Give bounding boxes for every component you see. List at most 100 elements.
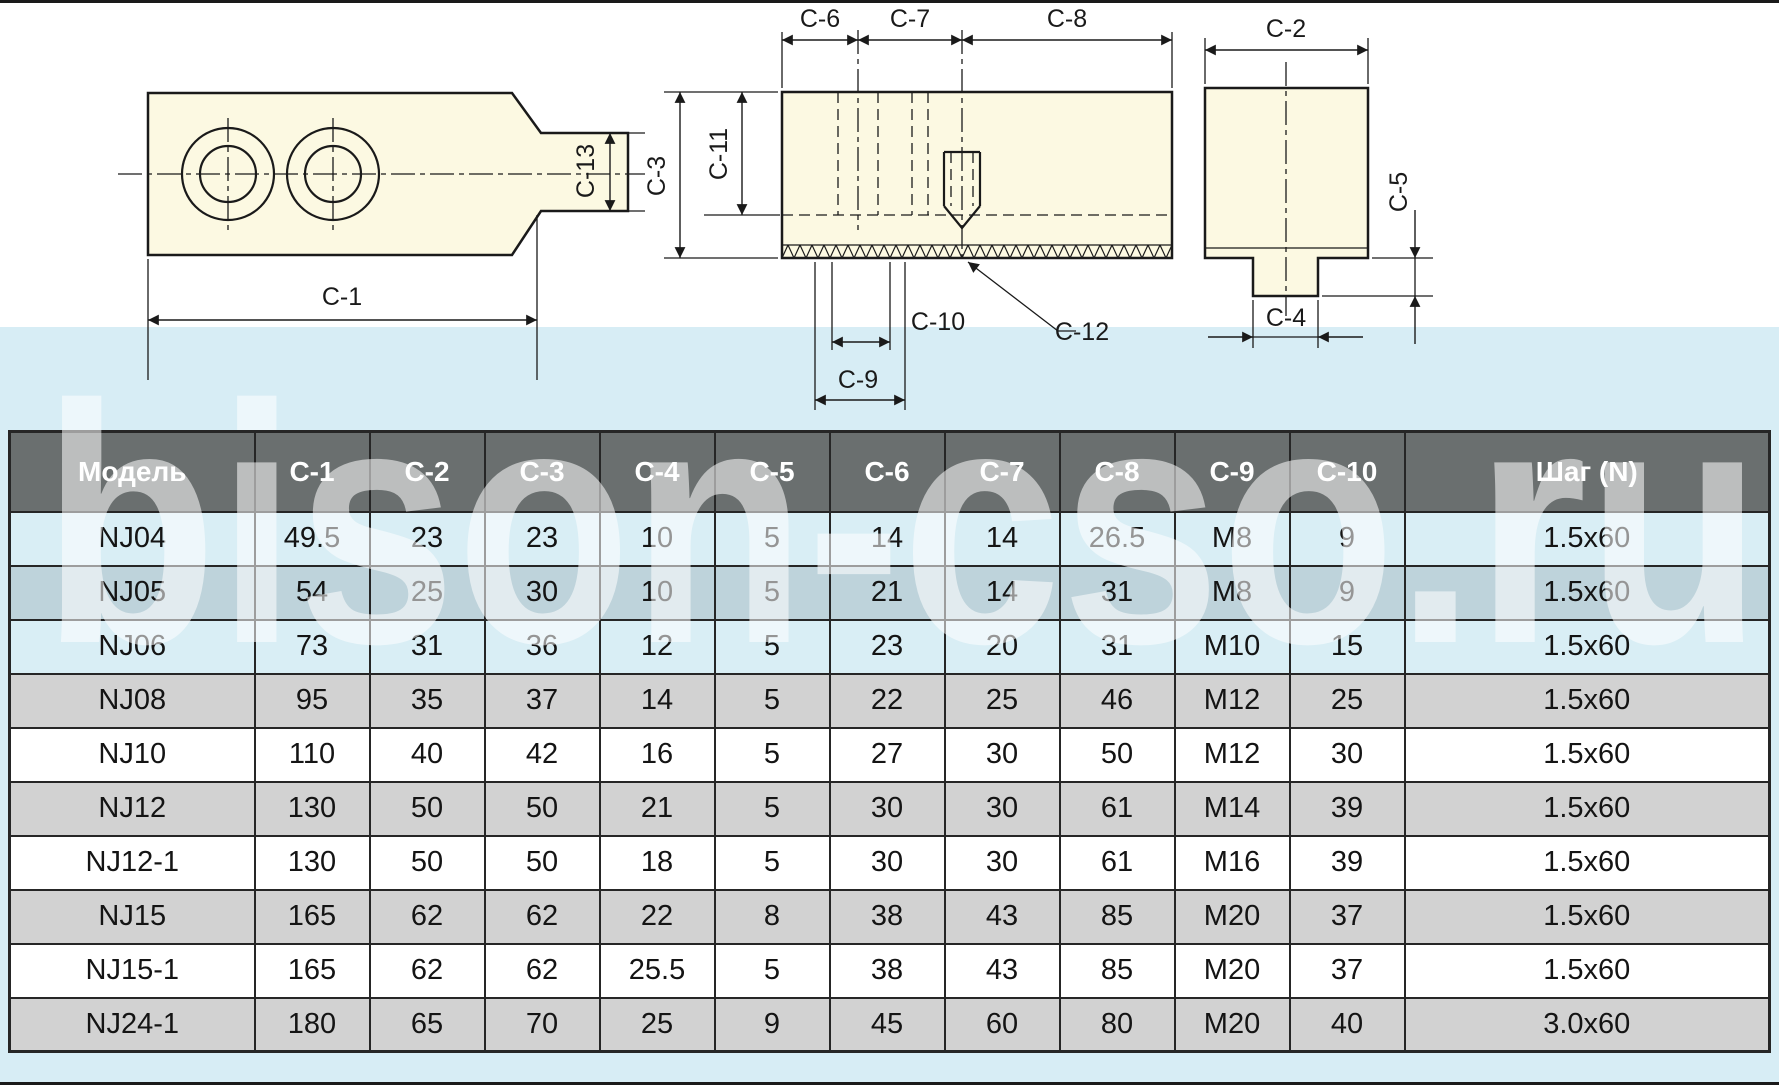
value-cell: 5 bbox=[713, 780, 831, 837]
value-cell: 25.5 bbox=[598, 942, 716, 999]
dim-label-c10: C-10 bbox=[911, 308, 965, 336]
value-cell: M14 bbox=[1173, 780, 1291, 837]
header-cell: C-8 bbox=[1058, 430, 1176, 513]
dim-label-c3: C-3 bbox=[643, 156, 671, 196]
value-cell: 130 bbox=[253, 834, 371, 891]
value-cell: 5 bbox=[713, 834, 831, 891]
model-cell: NJ10 bbox=[8, 726, 256, 783]
value-cell: 1.5x60 bbox=[1403, 780, 1771, 837]
value-cell: 165 bbox=[253, 888, 371, 945]
model-cell: NJ04 bbox=[8, 510, 256, 567]
value-cell: 31 bbox=[1058, 564, 1176, 621]
value-cell: 25 bbox=[598, 996, 716, 1053]
value-cell: 50 bbox=[368, 834, 486, 891]
value-cell: 62 bbox=[368, 888, 486, 945]
dim-label-c7: C-7 bbox=[890, 5, 930, 33]
value-cell: M20 bbox=[1173, 888, 1291, 945]
value-cell: M8 bbox=[1173, 510, 1291, 567]
value-cell: 95 bbox=[253, 672, 371, 729]
value-cell: 5 bbox=[713, 672, 831, 729]
value-cell: 23 bbox=[483, 510, 601, 567]
value-cell: 5 bbox=[713, 510, 831, 567]
model-cell: NJ15-1 bbox=[8, 942, 256, 999]
value-cell: 1.5x60 bbox=[1403, 510, 1771, 567]
leader-line-c12 bbox=[967, 261, 1076, 332]
value-cell: 30 bbox=[943, 726, 1061, 783]
header-cell: C-3 bbox=[483, 430, 601, 513]
dim-label-c11: C-11 bbox=[705, 128, 733, 180]
model-cell: NJ06 bbox=[8, 618, 256, 675]
value-cell: 14 bbox=[943, 510, 1061, 567]
value-cell: 61 bbox=[1058, 780, 1176, 837]
value-cell: 1.5x60 bbox=[1403, 942, 1771, 999]
extension-line bbox=[814, 262, 906, 410]
value-cell: 35 bbox=[368, 672, 486, 729]
value-cell: 85 bbox=[1058, 942, 1176, 999]
value-cell: 23 bbox=[368, 510, 486, 567]
value-cell: 5 bbox=[713, 726, 831, 783]
header-cell: Модель bbox=[8, 430, 256, 513]
value-cell: 14 bbox=[598, 672, 716, 729]
value-cell: 40 bbox=[1288, 996, 1406, 1053]
value-cell: 130 bbox=[253, 780, 371, 837]
header-cell: C-9 bbox=[1173, 430, 1291, 513]
model-cell: NJ05 bbox=[8, 564, 256, 621]
value-cell: 61 bbox=[1058, 834, 1176, 891]
value-cell: 43 bbox=[943, 942, 1061, 999]
value-cell: 25 bbox=[1288, 672, 1406, 729]
value-cell: 65 bbox=[368, 996, 486, 1053]
value-cell: 62 bbox=[483, 888, 601, 945]
value-cell: 3.0x60 bbox=[1403, 996, 1771, 1053]
value-cell: 62 bbox=[368, 942, 486, 999]
value-cell: 39 bbox=[1288, 780, 1406, 837]
front-view: C-6 C-7 C-8 C-3 C-11 C-10 C-9 C-12 bbox=[643, 5, 1174, 410]
model-cell: NJ15 bbox=[8, 888, 256, 945]
value-cell: 54 bbox=[253, 564, 371, 621]
dim-label-c8: C-8 bbox=[1047, 5, 1087, 33]
value-cell: 38 bbox=[828, 888, 946, 945]
value-cell: 50 bbox=[483, 834, 601, 891]
value-cell: 37 bbox=[1288, 942, 1406, 999]
value-cell: M12 bbox=[1173, 726, 1291, 783]
value-cell: 43 bbox=[943, 888, 1061, 945]
header-cell: C-4 bbox=[598, 430, 716, 513]
value-cell: 5 bbox=[713, 618, 831, 675]
value-cell: 8 bbox=[713, 888, 831, 945]
value-cell: M20 bbox=[1173, 996, 1291, 1053]
value-cell: 31 bbox=[1058, 618, 1176, 675]
value-cell: 1.5x60 bbox=[1403, 888, 1771, 945]
value-cell: 9 bbox=[713, 996, 831, 1053]
value-cell: 180 bbox=[253, 996, 371, 1053]
jaw-front-profile bbox=[780, 90, 1174, 260]
value-cell: 1.5x60 bbox=[1403, 564, 1771, 621]
value-cell: 46 bbox=[1058, 672, 1176, 729]
header-cell: C-6 bbox=[828, 430, 946, 513]
end-view: C-2 C-5 C-4 bbox=[1203, 15, 1433, 348]
technical-drawing: C-13 C-1 C-6 C-7 C-8 C-3 bbox=[118, 5, 1433, 410]
value-cell: 1.5x60 bbox=[1403, 672, 1771, 729]
value-cell: 30 bbox=[828, 780, 946, 837]
value-cell: 60 bbox=[943, 996, 1061, 1053]
value-cell: 26.5 bbox=[1058, 510, 1176, 567]
model-cell: NJ12 bbox=[8, 780, 256, 837]
value-cell: 25 bbox=[943, 672, 1061, 729]
value-cell: 50 bbox=[483, 780, 601, 837]
value-cell: 25 bbox=[368, 564, 486, 621]
value-cell: 80 bbox=[1058, 996, 1176, 1053]
model-cell: NJ12-1 bbox=[8, 834, 256, 891]
value-cell: 5 bbox=[713, 564, 831, 621]
value-cell: 30 bbox=[828, 834, 946, 891]
header-cell: C-5 bbox=[713, 430, 831, 513]
value-cell: 20 bbox=[943, 618, 1061, 675]
